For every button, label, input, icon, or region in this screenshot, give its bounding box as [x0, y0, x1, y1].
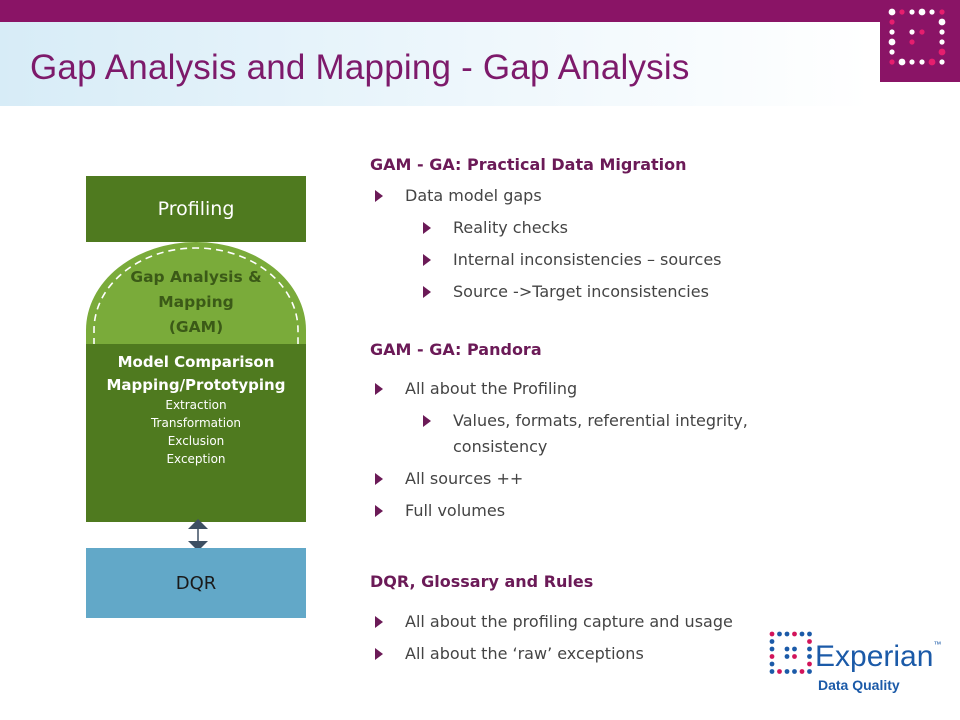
bullet-data-model-gaps: Data model gaps: [375, 186, 542, 205]
bullet-full-volumes: Full volumes: [375, 501, 505, 520]
dqr-label: DQR: [175, 572, 217, 594]
experian-tagline: Data Quality: [818, 677, 900, 693]
bullet-triangle-icon: [375, 473, 383, 485]
top-bar: [0, 0, 960, 22]
profiling-box: Profiling: [86, 176, 306, 242]
bullet-triangle-icon: [423, 222, 431, 234]
experian-wordmark: Experian™: [815, 640, 942, 673]
model-title-2: Mapping/Prototyping: [106, 376, 286, 394]
gam-dome: [86, 242, 306, 345]
bullet-reality-checks: Reality checks: [423, 218, 568, 237]
bullet-source-target: Source ->Target inconsistencies: [423, 282, 709, 301]
model-item-extraction: Extraction: [165, 398, 227, 412]
experian-dots-icon: [769, 631, 812, 674]
logo-mark: [880, 0, 960, 82]
model-comparison-box: Model Comparison Mapping/Prototyping Ext…: [86, 344, 306, 522]
section-title-dqr: DQR, Glossary and Rules: [370, 572, 594, 591]
model-item-exclusion: Exclusion: [167, 434, 225, 448]
bullet-triangle-icon: [375, 383, 383, 395]
bullet-triangle-icon: [375, 648, 383, 660]
bullet-triangle-icon: [375, 616, 383, 628]
profiling-label: Profiling: [157, 198, 235, 220]
bullet-triangle-icon: [423, 415, 431, 427]
bullet-triangle-icon: [423, 254, 431, 266]
gam-label-line-2: Mapping: [158, 293, 234, 311]
title-band: [0, 22, 870, 106]
bullet-profiling-capture: All about the profiling capture and usag…: [375, 612, 733, 631]
model-item-exception: Exception: [166, 452, 226, 466]
dotted-logo-icon: [888, 8, 946, 66]
bullet-all-sources: All sources ++: [375, 469, 523, 488]
bullet-triangle-icon: [375, 190, 383, 202]
gam-dome-dashed-outline: [93, 247, 299, 345]
model-title-1: Model Comparison: [117, 353, 275, 371]
bullet-triangle-icon: [375, 505, 383, 517]
gam-label-line-1: Gap Analysis &: [130, 268, 262, 286]
bullet-all-about-profiling: All about the Profiling: [375, 379, 577, 398]
section-title-practical: GAM - GA: Practical Data Migration: [370, 155, 687, 174]
slide-title: Gap Analysis and Mapping - Gap Analysis: [30, 48, 690, 87]
bullet-triangle-icon: [423, 286, 431, 298]
dqr-box: DQR: [86, 548, 306, 618]
model-item-transformation: Transformation: [150, 416, 242, 430]
bullet-raw-exceptions: All about the ‘raw’ exceptions: [375, 644, 644, 663]
gam-label-line-3: (GAM): [168, 318, 224, 336]
gam-dome-shape: [86, 242, 306, 345]
section-title-pandora: GAM - GA: Pandora: [370, 340, 542, 359]
bullet-values-formats: Values, formats, referential integrity,: [423, 411, 748, 430]
double-arrow-icon: [188, 519, 208, 551]
bullet-internal-inconsistencies: Internal inconsistencies – sources: [423, 250, 722, 269]
bullet-values-formats-continued: consistency: [453, 437, 548, 456]
